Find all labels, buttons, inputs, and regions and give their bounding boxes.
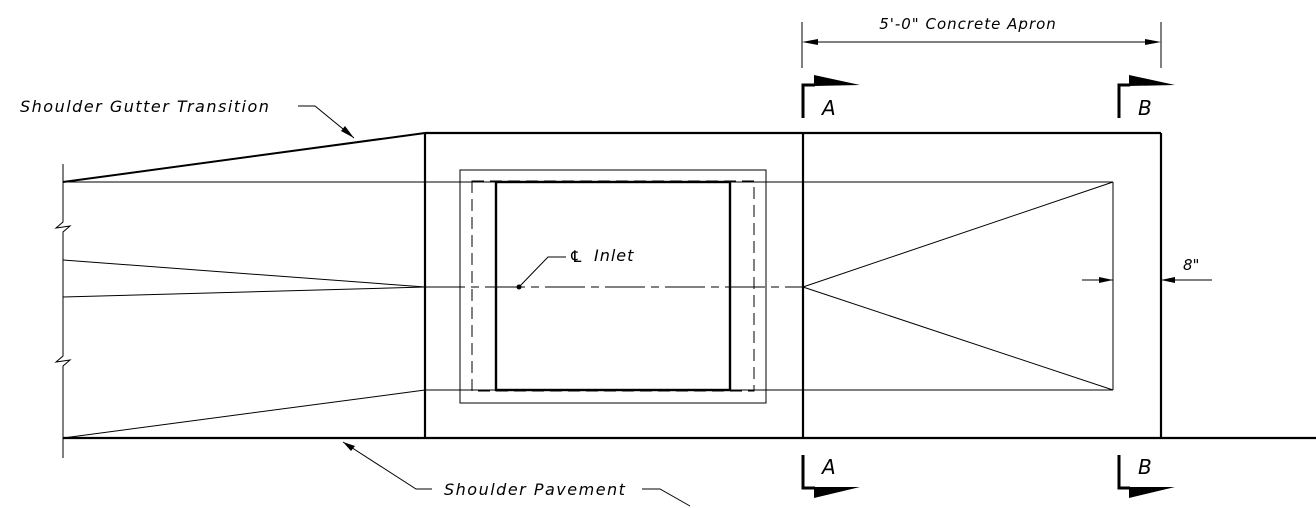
apron-warp-lines	[802, 181, 1114, 391]
offset-label: 8"	[1183, 256, 1199, 274]
section-marker-a-bottom: A	[801, 455, 860, 498]
apron-dimension-label: 5'-0" Concrete Apron	[879, 15, 1057, 33]
transition-callout	[298, 105, 355, 139]
section-b-bottom-label: B	[1138, 455, 1152, 479]
inlet-label: Inlet	[594, 246, 634, 265]
break-line	[54, 164, 72, 458]
centerline-symbol: ℄	[569, 247, 583, 266]
section-b-top-label: B	[1138, 96, 1152, 120]
inlet-leader	[518, 256, 566, 288]
pavement-callout	[342, 441, 691, 507]
section-marker-b-top: B	[1117, 75, 1175, 120]
section-a-bottom-label: A	[820, 455, 836, 479]
apron-dimension: 5'-0" Concrete Apron	[801, 15, 1162, 68]
section-a-top-label: A	[820, 96, 836, 120]
gutter-flowlines	[62, 181, 1113, 439]
section-marker-a-top: A	[801, 75, 860, 120]
transition-label: Shoulder Gutter Transition	[20, 97, 270, 116]
offset-dimension	[1082, 277, 1212, 283]
pavement-label: Shoulder Pavement	[444, 480, 626, 499]
apron-outline	[423, 131, 1163, 438]
section-marker-b-bottom: B	[1117, 455, 1175, 498]
gutter-transition-edge	[62, 132, 426, 183]
